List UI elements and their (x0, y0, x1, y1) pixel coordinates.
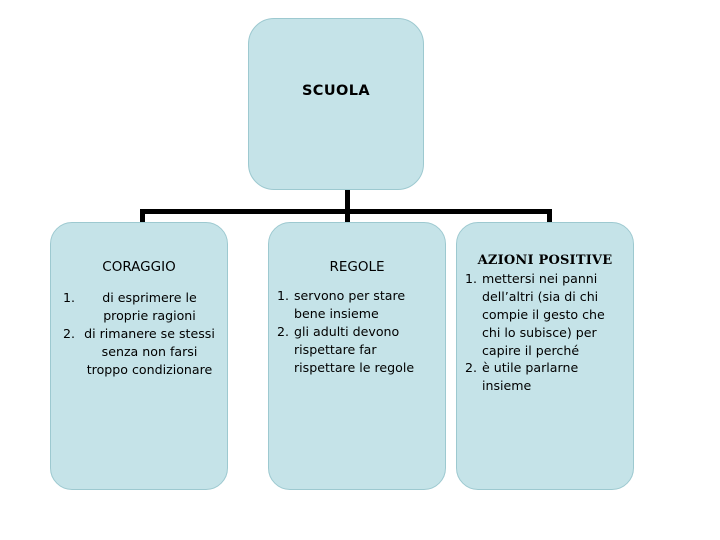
node-regole[interactable]: REGOLE 1. servono per stare bene insieme… (268, 222, 446, 490)
connector-vertical-child-2 (345, 209, 350, 225)
list-item-text: mettersi nei panni dell’altri (sia di ch… (482, 271, 605, 358)
list-item-text: gli adulti devono rispettare far rispett… (294, 323, 415, 375)
node-regole-list: 1. servono per stare bene insieme 2. gli… (269, 287, 445, 376)
node-azioni-positive[interactable]: AZIONI POSITIVE 1. mettersi nei panni de… (456, 222, 634, 490)
node-regole-title: REGOLE (329, 259, 385, 275)
list-item: 2. di rimanere se stessi senza non farsi… (61, 325, 219, 379)
node-azioni-positive-list: 1. mettersi nei panni dell’altri (sia di… (457, 270, 633, 395)
connector-vertical-child-3 (547, 209, 552, 225)
connector-vertical-child-1 (140, 209, 145, 225)
list-item-text: di rimanere se stessi senza non farsi tr… (84, 325, 215, 377)
list-item-text: servono per stare bene insieme (294, 288, 406, 321)
node-coraggio-title: CORAGGIO (102, 259, 176, 275)
list-item-text: di esprimere le proprie ragioni (102, 290, 197, 323)
list-item-number: 2. (464, 360, 477, 376)
node-scuola-title: SCUOLA (301, 83, 371, 99)
list-item-number: 1. (464, 271, 477, 286)
list-item: 1. servono per stare bene insieme (275, 287, 435, 323)
list-item-number: 1. (62, 290, 75, 305)
list-item-text: è utile parlarne insieme (482, 360, 579, 394)
list-item: 2. gli adulti devono rispettare far risp… (275, 323, 435, 377)
list-item-number: 2. (276, 323, 289, 339)
list-item-number: 1. (276, 288, 289, 303)
list-item: 1. mettersi nei panni dell’altri (sia di… (463, 270, 625, 359)
node-coraggio[interactable]: CORAGGIO 1. di esprimere le proprie ragi… (50, 222, 228, 490)
node-coraggio-list: 1. di esprimere le proprie ragioni 2. di… (51, 289, 227, 378)
list-item: 1. di esprimere le proprie ragioni (61, 289, 219, 325)
list-item: 2. è utile parlarne insieme (463, 359, 625, 395)
list-item-number: 2. (62, 325, 75, 341)
node-azioni-positive-title: AZIONI POSITIVE (477, 253, 613, 268)
node-scuola[interactable]: SCUOLA (248, 18, 424, 190)
connector-vertical-root (345, 190, 350, 212)
